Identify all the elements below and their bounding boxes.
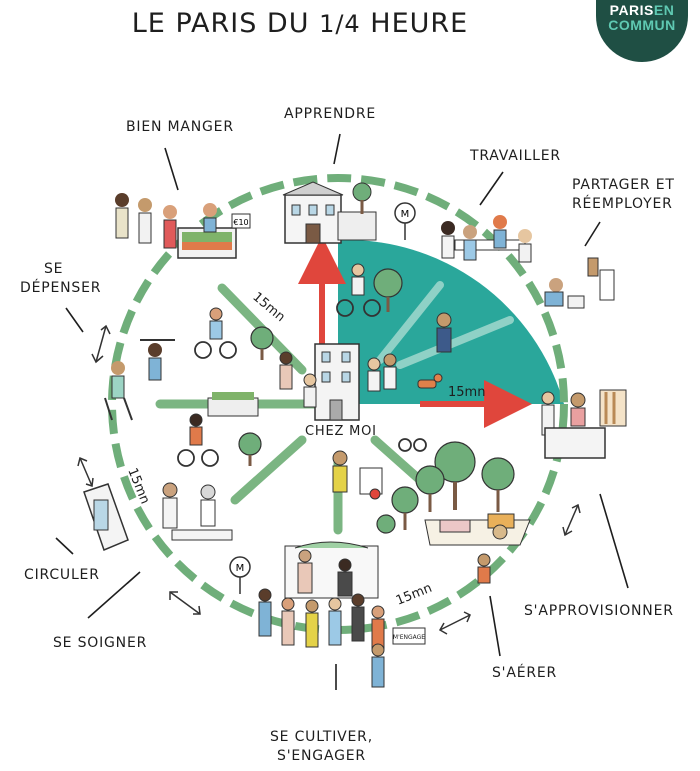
office-illustration	[441, 215, 532, 263]
bike-station	[83, 483, 129, 551]
dog	[417, 373, 443, 389]
cyclists	[177, 299, 427, 467]
page-title: LE PARIS DU 1/4 HEURE	[0, 8, 600, 39]
label-se-cultiver-line2: S'ENGAGER	[277, 748, 366, 764]
label-bien-manger: BIEN MANGER	[126, 119, 234, 135]
label-partager-line1: PARTAGER ET	[572, 177, 675, 193]
title-suffix: HEURE	[360, 8, 469, 39]
market-illustration: €10	[115, 193, 251, 259]
logo-line1: PARISEN	[596, 2, 688, 18]
label-chez-moi: CHEZ MOI	[305, 424, 377, 439]
logo-en: EN	[653, 2, 675, 18]
metro-sign-bottom: M	[236, 563, 245, 574]
sport-illustration	[104, 339, 259, 421]
engage-sign: M'ENGAGE	[393, 634, 425, 641]
duration-label-2: 15mn	[448, 385, 485, 400]
label-se-depenser-line2: DÉPENSER	[20, 280, 102, 296]
label-pointers	[55, 133, 629, 690]
label-se-cultiver-line1: SE CULTIVER,	[270, 729, 373, 745]
metro-signs: M M	[229, 202, 416, 594]
label-s-approvisionner: S'APPROVISIONNER	[524, 603, 674, 619]
shop-illustration	[544, 389, 627, 459]
title-fraction: 1/4	[319, 10, 361, 38]
home-building	[314, 343, 360, 421]
label-se-soigner: SE SOIGNER	[53, 635, 148, 651]
radial-paths-teal	[376, 281, 514, 369]
school-illustration	[282, 181, 377, 244]
label-se-cultiver: SE CULTIVER, S'ENGAGER	[270, 728, 373, 766]
culture-illustration: M'ENGAGE	[258, 541, 426, 688]
logo-commun: COMMUN	[608, 17, 676, 33]
park-illustration	[424, 513, 531, 584]
label-partager-line2: RÉEMPLOYER	[572, 196, 673, 212]
label-se-depenser-line1: SE	[44, 261, 64, 277]
workshop-illustration	[544, 257, 615, 309]
trees	[238, 268, 515, 534]
metro-sign-top: M	[401, 209, 410, 220]
label-apprendre: APPRENDRE	[284, 106, 377, 122]
logo-paris: PARIS	[609, 2, 654, 18]
label-partager: PARTAGER ET RÉEMPLOYER	[572, 176, 675, 214]
market-price-sign: €10	[233, 218, 248, 227]
title-prefix: LE PARIS DU	[131, 8, 320, 39]
duration-label-4: 15mn	[394, 581, 434, 609]
label-travailler: TRAVAILLER	[470, 148, 561, 164]
label-s-aerer: S'AÉRER	[492, 665, 558, 681]
health-illustration	[162, 482, 233, 541]
label-se-depenser: SE DÉPENSER	[20, 260, 101, 298]
label-circuler: CIRCULER	[24, 567, 100, 583]
double-arrows	[77, 324, 581, 635]
